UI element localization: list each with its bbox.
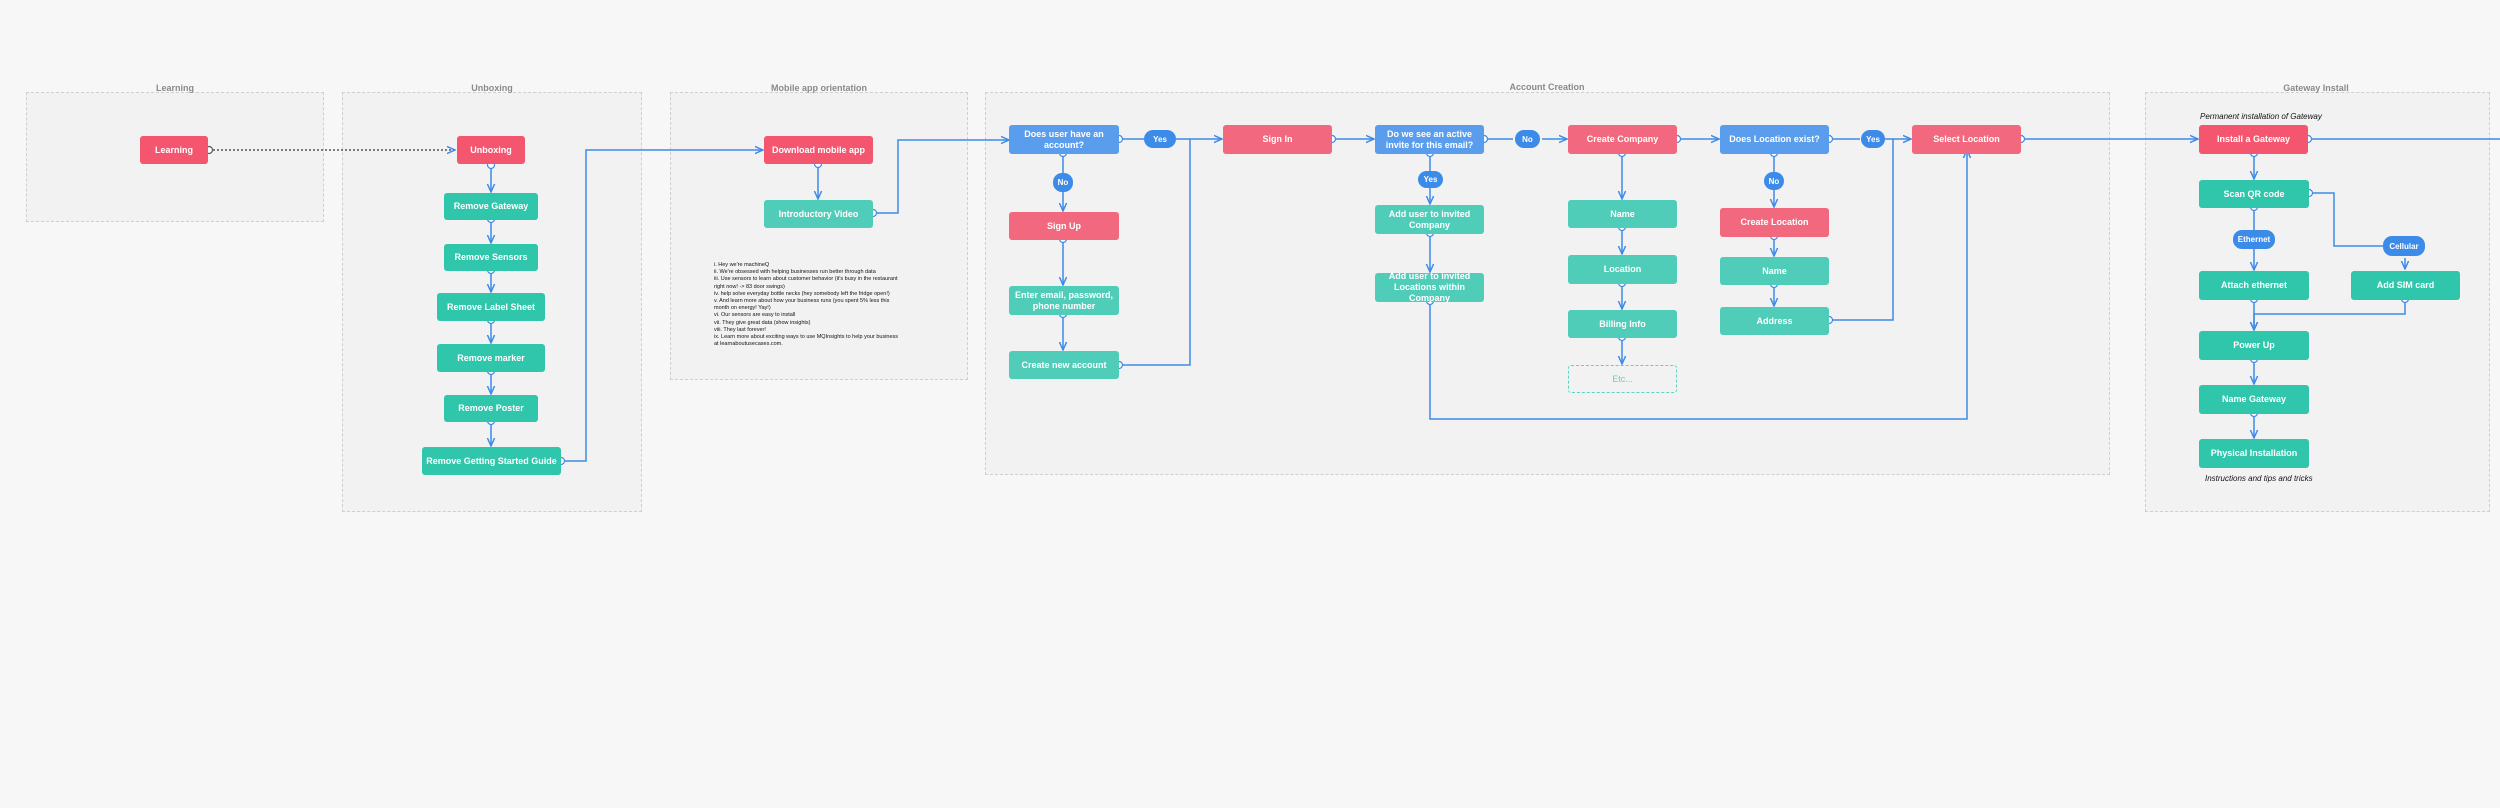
billing-info-node[interactable]: Billing Info [1568,310,1677,338]
remove-gateway-node[interactable]: Remove Gateway [444,193,538,220]
yes-label: Yes [1418,171,1443,188]
no-label: No [1053,173,1073,192]
no-label: No [1764,172,1784,190]
add-company-node[interactable]: Add user to invited Company [1375,205,1484,234]
sign-up-node[interactable]: Sign Up [1009,212,1119,240]
learning-node[interactable]: Learning [140,136,208,164]
permanent-caption: Permanent installation of Gateway [2200,112,2322,121]
has-account-decision[interactable]: Does user have an account? [1009,125,1119,154]
note-line: ix. Learn more about exciting ways to us… [714,334,899,341]
remove-marker-node[interactable]: Remove marker [437,344,545,372]
create-location-node[interactable]: Create Location [1720,208,1829,237]
add-sim-node[interactable]: Add SIM card [2351,271,2460,300]
physical-install-node[interactable]: Physical Installation [2199,439,2309,468]
lane-title-mobile-orientation: Mobile app orientation [771,83,867,93]
remove-sensors-node[interactable]: Remove Sensors [444,244,538,271]
note-line: v. And learn more about how your busines… [714,298,890,305]
etc-node[interactable]: Etc... [1568,365,1677,393]
lane-title-account-creation: Account Creation [1509,82,1585,92]
company-location-node[interactable]: Location [1568,255,1677,284]
note-line: ii. We're obsessed with helping business… [714,269,876,276]
lane-title-unboxing: Unboxing [471,83,513,93]
unboxing-node[interactable]: Unboxing [457,136,525,164]
note-line: right now! -> 83 door swings) [714,283,785,290]
remove-label-sheet-node[interactable]: Remove Label Sheet [437,293,545,321]
note-line: iii. Use sensors to learn about customer… [714,276,898,283]
select-location-node[interactable]: Select Location [1912,125,2021,154]
intro-video-node[interactable]: Introductory Video [764,200,873,228]
note-line: vii. They give great data (show insights… [714,319,811,326]
note-line: vi. Our sensors are easy to install [714,312,796,319]
create-company-node[interactable]: Create Company [1568,125,1677,154]
sign-in-node[interactable]: Sign In [1223,125,1332,154]
orientation-notes: i. Hey we're machineQ ii. We're obsessed… [714,262,898,348]
location-name-node[interactable]: Name [1720,257,1829,285]
lane-account-creation [985,92,2110,475]
attach-ethernet-node[interactable]: Attach ethernet [2199,271,2309,300]
create-account-node[interactable]: Create new account [1009,351,1119,379]
add-locations-node[interactable]: Add user to invited Locations within Com… [1375,271,1484,303]
lane-title-learning: Learning [155,83,195,93]
instructions-caption: Instructions and tips and tricks [2205,474,2313,483]
ethernet-label: Ethernet [2233,230,2275,249]
remove-poster-node[interactable]: Remove Poster [444,395,538,422]
note-line: at learnaboutusecases.com. [714,341,783,348]
remove-guide-node[interactable]: Remove Getting Started Guide [422,447,561,475]
cellular-label: Cellular [2383,236,2425,256]
address-node[interactable]: Address [1720,307,1829,335]
install-gateway-node[interactable]: Install a Gateway [2199,125,2308,154]
note-line: i. Hey we're machineQ [714,262,770,268]
download-app-node[interactable]: Download mobile app [764,136,873,164]
note-line: iv. help solve everyday bottle necks (he… [714,290,890,297]
location-exist-decision[interactable]: Does Location exist? [1720,125,1829,154]
note-line: viii. They last forever! [714,326,766,333]
no-label: No [1515,130,1540,148]
active-invite-decision[interactable]: Do we see an active invite for this emai… [1375,125,1484,154]
note-line: month on energy! Yay!) [714,305,771,312]
yes-label: Yes [1861,130,1885,148]
name-gateway-node[interactable]: Name Gateway [2199,385,2309,414]
company-name-node[interactable]: Name [1568,200,1677,228]
yes-label: Yes [1144,130,1176,148]
scan-qr-node[interactable]: Scan QR code [2199,180,2309,208]
lane-title-gateway-install: Gateway Install [2283,83,2349,93]
power-up-node[interactable]: Power Up [2199,331,2309,360]
enter-details-node[interactable]: Enter email, password, phone number [1009,286,1119,315]
